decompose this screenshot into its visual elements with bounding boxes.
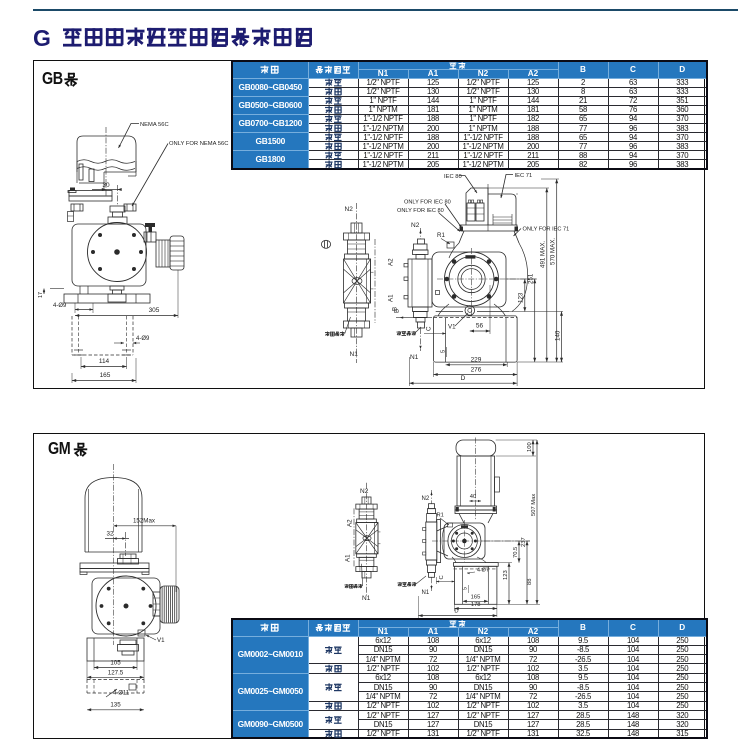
svg-text:56: 56 [476, 323, 484, 330]
svg-text:100: 100 [527, 442, 533, 452]
svg-text:B: B [392, 307, 399, 311]
svg-text:237: 237 [521, 537, 527, 547]
svg-text:4-Ø9: 4-Ø9 [53, 303, 67, 309]
svg-text:N2: N2 [411, 222, 420, 229]
svg-text:A2: A2 [347, 519, 354, 527]
svg-text:178: 178 [471, 602, 481, 608]
svg-text:30: 30 [102, 182, 110, 189]
svg-text:B: B [394, 309, 401, 313]
svg-text:5: 5 [463, 587, 469, 590]
svg-text:N2: N2 [345, 206, 354, 213]
svg-text:123: 123 [518, 292, 525, 303]
svg-text:140: 140 [555, 330, 562, 341]
svg-text:R1: R1 [437, 232, 445, 239]
svg-text:4-Ø11: 4-Ø11 [113, 691, 130, 697]
svg-text:N2: N2 [422, 496, 430, 502]
svg-text:40: 40 [470, 494, 476, 500]
svg-text:ONLY FOR NEMA 56C: ONLY FOR NEMA 56C [169, 141, 228, 147]
svg-text:ONLY FOR IEC 80: ONLY FOR IEC 80 [397, 208, 444, 214]
svg-text:123: 123 [503, 570, 509, 580]
svg-text:D: D [461, 375, 466, 382]
svg-text:152Max: 152Max [133, 518, 156, 525]
svg-text:R1: R1 [437, 513, 444, 519]
svg-text:305: 305 [149, 307, 160, 314]
svg-text:251: 251 [528, 273, 535, 284]
svg-text:A1: A1 [388, 294, 395, 302]
svg-text:V1: V1 [157, 637, 165, 644]
svg-text:C: C [426, 326, 433, 331]
svg-text:70.5: 70.5 [513, 547, 519, 558]
svg-text:507 Max: 507 Max [531, 494, 537, 516]
svg-text:165: 165 [100, 372, 111, 379]
svg-text:NEMA 56C: NEMA 56C [140, 122, 169, 128]
svg-text:IEC 71: IEC 71 [515, 173, 533, 179]
svg-text:4-Ø9: 4-Ø9 [136, 336, 150, 342]
svg-text:ONLY FOR IEC 80: ONLY FOR IEC 80 [404, 200, 451, 206]
svg-text:229: 229 [471, 357, 482, 364]
svg-text:A1: A1 [345, 554, 352, 562]
svg-text:N1: N1 [350, 351, 359, 358]
svg-text:N1: N1 [362, 595, 371, 602]
svg-text:105: 105 [110, 660, 121, 667]
svg-text:276: 276 [471, 366, 482, 373]
svg-text:IEC 80: IEC 80 [444, 174, 462, 180]
svg-text:165: 165 [471, 595, 481, 601]
svg-text:A2: A2 [388, 258, 395, 266]
svg-text:ONLY FOR IEC 71: ONLY FOR IEC 71 [523, 227, 570, 233]
svg-text:N1: N1 [422, 590, 430, 596]
svg-text:4-Ø7: 4-Ø7 [477, 568, 489, 574]
svg-text:N1: N1 [410, 354, 419, 361]
svg-text:114: 114 [99, 358, 110, 365]
svg-text:32: 32 [107, 531, 114, 538]
svg-text:135: 135 [110, 702, 121, 709]
svg-text:V1: V1 [448, 324, 456, 331]
svg-text:17: 17 [38, 292, 44, 298]
svg-text:88: 88 [527, 579, 533, 585]
svg-text:491 MAX.: 491 MAX. [540, 241, 547, 268]
svg-text:570 MAX.: 570 MAX. [550, 238, 557, 265]
svg-text:C: C [439, 575, 445, 579]
svg-text:127.5: 127.5 [108, 669, 124, 676]
svg-text:N2: N2 [360, 488, 369, 495]
svg-text:D: D [454, 609, 458, 615]
svg-text:5: 5 [441, 350, 447, 353]
